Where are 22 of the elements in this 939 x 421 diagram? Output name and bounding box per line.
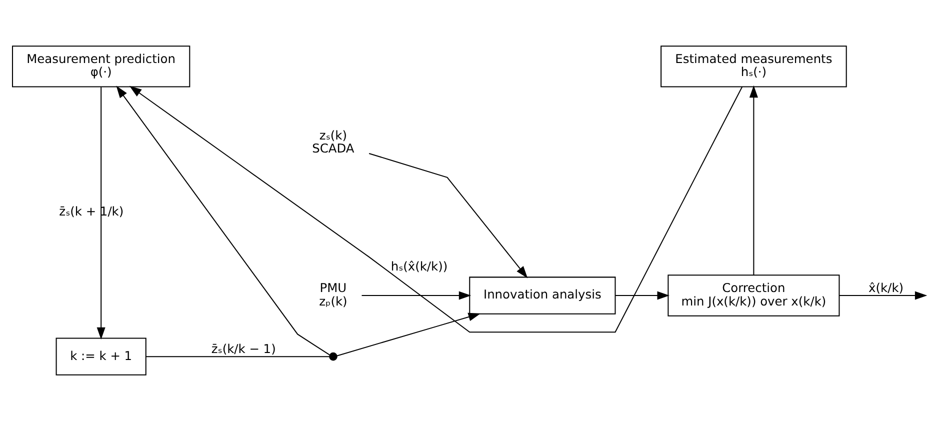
- arrow: [129, 86, 743, 333]
- arrow: [336, 312, 481, 356]
- node-box: Correction min J(x(k/k)) over x(k/k): [668, 274, 840, 316]
- node-box: Measurement prediction φ(·): [12, 46, 190, 88]
- edge-label: hₛ(x̂(k/k)): [390, 260, 448, 274]
- edge-label: z̄ₛ(k + 1/k): [59, 204, 124, 219]
- arrow: [362, 291, 472, 300]
- arrow: [368, 152, 528, 278]
- arrow: [839, 291, 928, 300]
- node-box: k := k + 1: [56, 338, 146, 376]
- node-box: Estimated measurements hₛ(·): [660, 46, 847, 88]
- edge-label: x̂(k/k): [868, 281, 904, 296]
- connector: [146, 356, 330, 358]
- node-text: zₛ(k) SCADA: [312, 128, 354, 156]
- arrow: [749, 85, 758, 276]
- node-text: PMU zₚ(k): [319, 281, 348, 308]
- node-circle: [329, 352, 338, 361]
- arrow: [116, 86, 330, 356]
- node-box: Innovation analysis: [469, 276, 616, 314]
- arrow: [615, 291, 670, 300]
- arrow: [96, 87, 106, 340]
- edge-label: z̄ₛ(k/k − 1): [211, 342, 276, 356]
